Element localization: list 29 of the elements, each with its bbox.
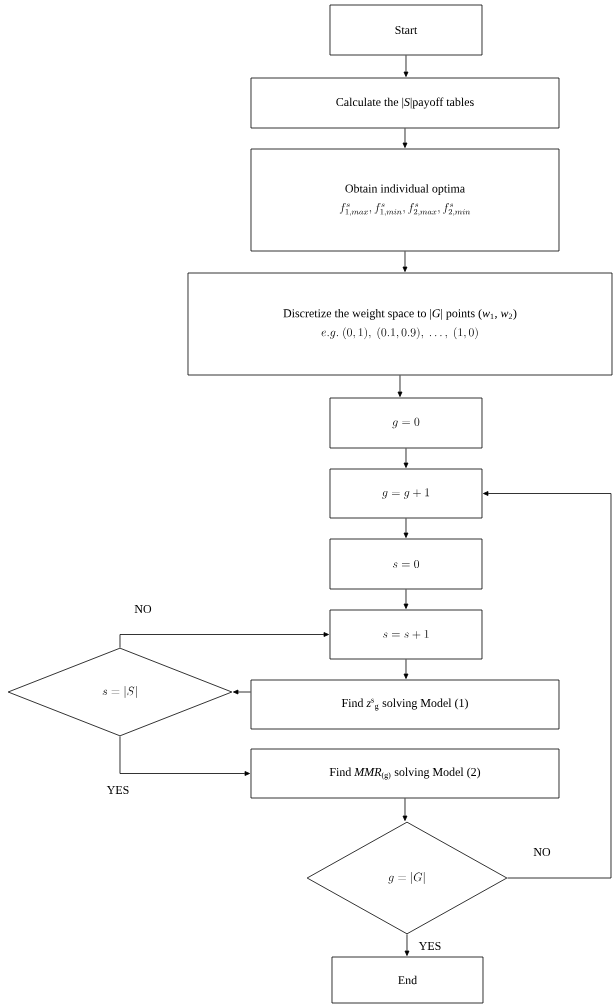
arrow: [119, 632, 329, 648]
arrow: [403, 589, 409, 609]
arrow: [403, 55, 409, 77]
process-box: Find z$^{s}$$_{g}$ solving Model (1): [250, 679, 560, 730]
process-box: $s = s + 1$: [329, 609, 483, 660]
arrow: [404, 934, 410, 956]
arrow: [403, 659, 409, 679]
arrow: [397, 375, 403, 397]
edge-label: YES: [105, 785, 131, 795]
process-box: $s = 0$: [329, 538, 483, 590]
arrow: [402, 251, 408, 272]
arrow: [233, 689, 251, 695]
arrow: [402, 798, 408, 821]
end-box: End: [331, 956, 484, 1004]
process-box: Calculate the |S|payoff tables: [250, 77, 560, 129]
process-box: $g = 0$: [329, 397, 483, 449]
edge-label: YES: [417, 941, 443, 951]
process-box: $g = g + 1$: [329, 468, 483, 519]
arrow: [483, 491, 612, 879]
process-box: Obtain individual optima $f^{s}_{1,max}, f^{s}_{1,min}, f^{s}_{2,max}, f^{s}_{2,min}$: [250, 148, 560, 252]
process-box: Find MMR$_{(g)}$ solving Model (2): [250, 748, 560, 799]
process-box: Discretize the weight space to |G| points (w$_{1}$, w$_{2}$) $e.g.~(0,1),~(0.1,0.9),~\ldots,~(1,0)$: [187, 272, 613, 376]
edge-label: NO: [133, 604, 153, 614]
start-box: Start: [329, 4, 483, 56]
edge-label: NO: [532, 847, 552, 857]
arrow: [402, 128, 408, 148]
arrow: [403, 448, 409, 468]
arrow: [119, 736, 250, 776]
arrow: [403, 518, 409, 538]
